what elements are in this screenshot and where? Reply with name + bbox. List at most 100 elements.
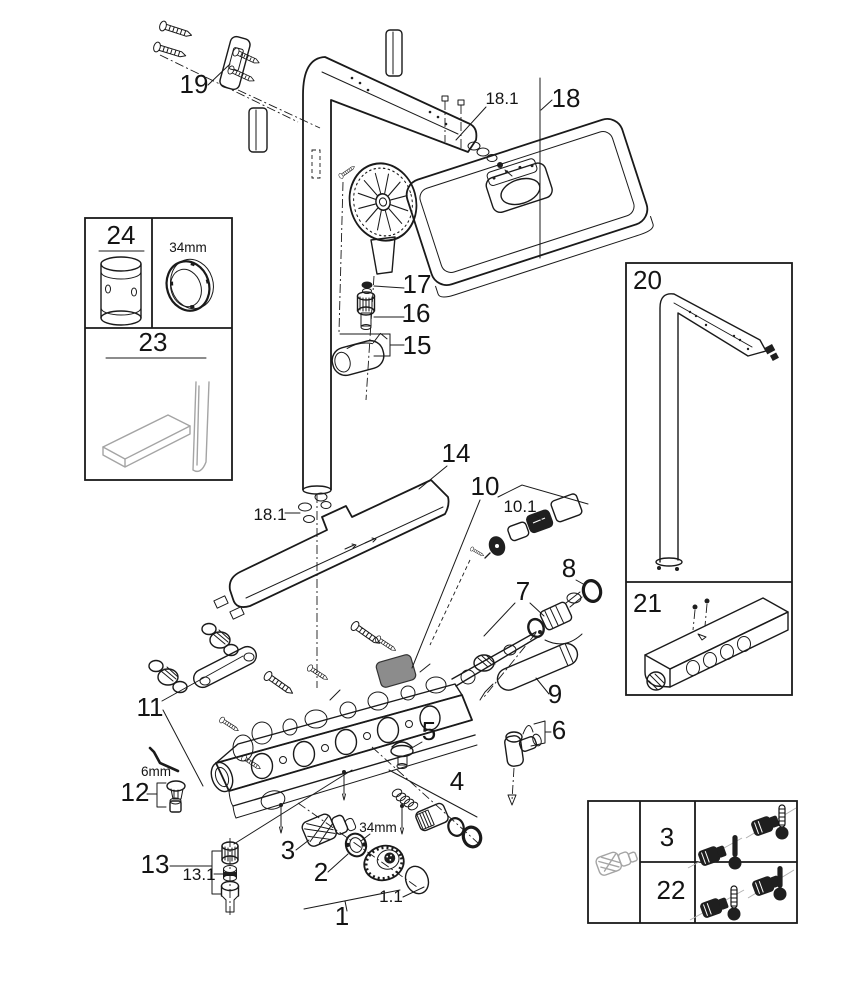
hex-key-6mm — [148, 746, 180, 773]
dimension-34mm-top: 34mm — [169, 240, 207, 255]
shower-rail-arm: 18.1 — [248, 29, 519, 490]
hand-shower-face — [348, 162, 418, 242]
screw-group-12: 6mm 12 — [121, 746, 186, 813]
rail-clamp-left — [248, 107, 268, 153]
part-label-14: 14 — [442, 438, 471, 468]
shelf-23-icon — [102, 381, 210, 473]
leader-line — [418, 465, 448, 490]
smart-valve-gray — [375, 654, 417, 688]
plug-5: 5 — [390, 716, 436, 769]
part-label-5: 5 — [422, 716, 436, 746]
part-label-18-1-left: 18.1 — [253, 505, 286, 524]
part-13-bottom — [220, 880, 240, 913]
leader-line — [535, 677, 550, 695]
row22-icon-striped-thermo — [689, 885, 745, 922]
connector-nut-16 — [356, 291, 376, 330]
glass-shelf-14: 14 — [213, 438, 471, 620]
leader-bracket — [169, 850, 222, 895]
leader-line — [295, 839, 310, 851]
part-label-1: 1 — [335, 901, 349, 931]
leader-bracket — [530, 720, 552, 747]
cylinder-9: 9 — [479, 642, 579, 709]
leader-line — [360, 833, 371, 842]
ring-24-icon — [165, 258, 214, 312]
temperature-knob-1 — [363, 844, 405, 882]
leader-line — [575, 579, 586, 586]
leader-line — [402, 886, 425, 898]
row3-icon-striped-thermo — [745, 804, 797, 841]
diverter-piston — [415, 802, 449, 832]
part-label-7: 7 — [516, 576, 530, 606]
hand-shower-handle — [370, 236, 396, 275]
hand-shower-group: 17 16 15 — [331, 162, 432, 401]
part-label-12: 12 — [121, 777, 150, 807]
outlet-elbow-6: 6 — [504, 715, 566, 806]
body-internals — [232, 654, 476, 762]
part-label-3: 3 — [281, 835, 295, 865]
glide-element-24-icon — [100, 256, 142, 326]
box-label-21: 21 — [633, 588, 662, 618]
box-label-23: 23 — [139, 327, 168, 357]
part-13-top — [221, 841, 239, 865]
s-union-upper — [201, 622, 239, 657]
head-shower-18: 18 — [405, 77, 654, 298]
part-label-15: 15 — [403, 330, 432, 360]
leader-bracket — [303, 889, 401, 912]
cap-1-1 — [404, 865, 430, 895]
leader-line — [207, 63, 231, 86]
shower-holder-15 — [331, 332, 388, 377]
leader-line — [162, 709, 204, 787]
pipe-bottom-group: 18.1 — [253, 485, 332, 688]
diverter-group-4: 4 — [371, 746, 483, 849]
part-label-18-1-top: 18.1 — [485, 89, 518, 108]
union-group-11: 11 — [137, 622, 257, 787]
gray-cartridge-icon — [595, 851, 638, 876]
part-label-13: 13 — [141, 849, 170, 879]
box-label-24: 24 — [107, 220, 136, 250]
leader-line — [455, 106, 487, 141]
leader-bracket — [146, 782, 167, 808]
box-label-3: 3 — [660, 822, 674, 852]
thermostat-21-icon — [644, 597, 789, 691]
row22-icon-solid-thermo — [747, 866, 795, 901]
dimension-6mm: 6mm — [141, 764, 171, 779]
cartridge-handle-group: 3 2 34mm 1.1 1 — [281, 802, 430, 931]
rail-clamp-right — [385, 29, 403, 77]
leader-line — [327, 853, 349, 873]
part-label-2: 2 — [314, 857, 328, 887]
part-label-17: 17 — [403, 269, 432, 299]
row3-icon-solid-thermo — [687, 835, 743, 870]
valve-group-7: 7 — [451, 576, 583, 698]
check-valve-group-13: 13 13.1 — [141, 838, 240, 916]
dimension-34mm-bottom: 34mm — [359, 820, 397, 835]
part-label-4: 4 — [450, 766, 464, 796]
part-label-16: 16 — [402, 298, 431, 328]
wall-bracket-19-group: 19 — [151, 19, 321, 129]
callout-box-3-22: 3 22 — [587, 800, 798, 924]
thermo-cartridge-3 — [301, 813, 357, 847]
wall-bracket-icon — [219, 35, 251, 91]
leader-line — [529, 602, 545, 617]
spring-icon — [391, 788, 419, 811]
part-label-10-1: 10.1 — [503, 497, 536, 516]
callout-box-20-21: 20 21 — [625, 262, 793, 696]
oring-8: 8 — [562, 553, 603, 603]
leader-bracket — [339, 333, 405, 357]
box-label-22: 22 — [657, 875, 686, 905]
part-label-13-1: 13.1 — [182, 865, 215, 884]
s-union-lower — [148, 659, 188, 694]
head-shower-plate — [405, 118, 654, 298]
part-label-8: 8 — [562, 553, 576, 583]
stop-ring-2 — [344, 832, 368, 858]
callout-box-24-23: 24 34mm 23 — [84, 217, 233, 481]
part-label-11: 11 — [137, 692, 164, 722]
part-label-1-1: 1.1 — [379, 887, 403, 906]
washer-17 — [361, 281, 373, 289]
thermostat-body — [210, 619, 478, 845]
leader-line — [409, 741, 423, 750]
box-label-20: 20 — [633, 265, 662, 295]
part-label-6: 6 — [552, 715, 566, 745]
leader-line — [483, 602, 516, 637]
rail-20-icon — [655, 293, 779, 571]
